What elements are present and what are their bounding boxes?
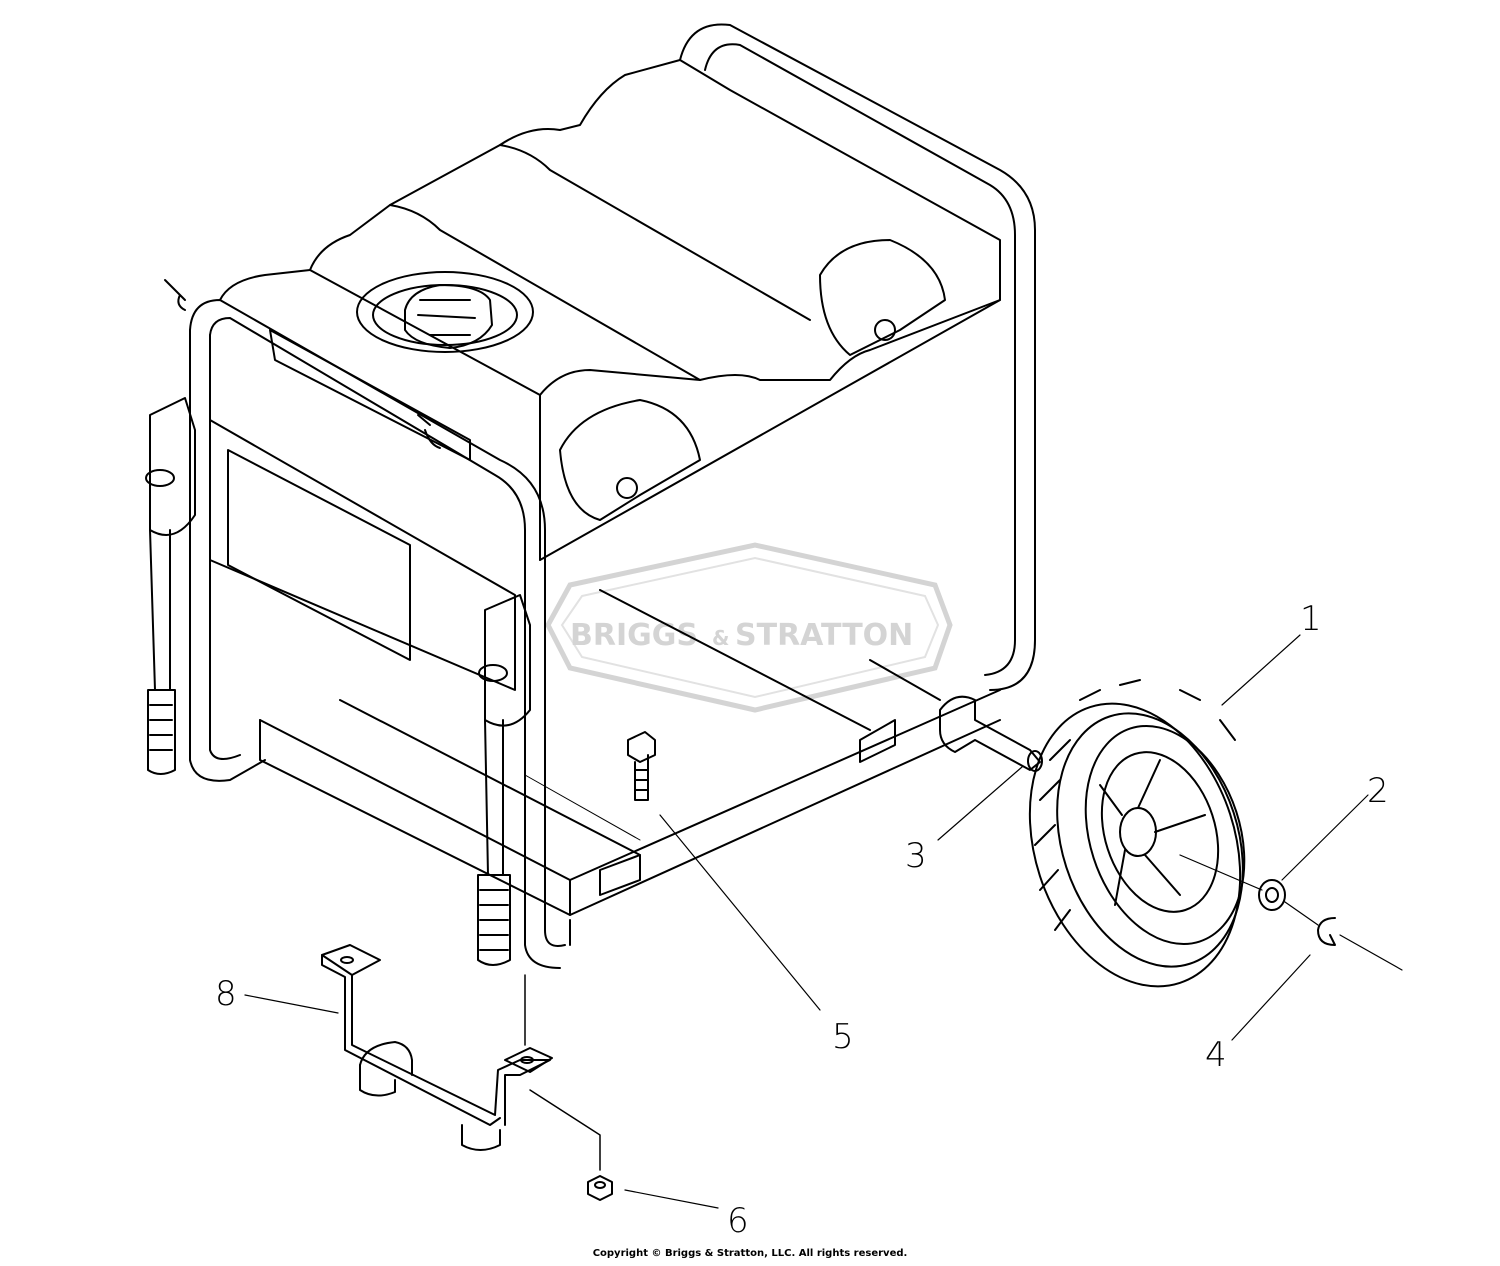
leader-line-1 [1221,634,1301,706]
washer-part-2 [1258,879,1286,911]
watermark-text-amp: & [712,626,729,650]
wheel-part-1 [1028,679,1246,988]
leader-line-4 [1231,954,1311,1041]
callout-2: 2 [1367,771,1389,811]
frame-front-loop [189,299,566,969]
leader-line-2 [1281,794,1369,881]
callout-6: 6 [727,1201,749,1241]
bolt-part-5 [627,731,656,801]
frame-rear-bar [679,23,1036,691]
tank-bolt-rear [874,319,896,341]
handle-grip-bar [269,329,471,461]
fuel-cap [356,271,534,353]
foot-bracket-part-8 [321,944,553,1151]
leader-line-6 [624,1189,719,1209]
brand-watermark: BRIGGS & STRATTON [545,542,953,713]
leader-line-3 [937,766,1023,841]
fuel-tank [219,59,1001,561]
axle-centerline [1179,854,1403,971]
base-frame [259,589,1001,946]
leader-line-8 [244,994,339,1014]
clip-part-4 [1317,917,1336,946]
watermark-text-left: BRIGGS [570,618,698,653]
left-handle-assembly [145,279,196,775]
right-handle-assembly [417,414,531,966]
leader-lines [244,634,1403,1209]
tank-bolt-front [616,477,638,499]
callout-5: 5 [832,1017,854,1057]
callout-3: 3 [905,836,927,876]
callout-4: 4 [1205,1035,1227,1075]
leader-line-5 [659,814,821,1011]
assembly-guide-line [524,774,641,841]
nut-part-6 [587,1175,613,1201]
callout-1: 1 [1300,599,1322,639]
copyright-notice: Copyright © Briggs & Stratton, LLC. All … [592,1248,908,1259]
watermark-text-right: STRATTON [735,618,913,653]
control-panel [209,419,516,691]
nut-assembly-line [524,974,601,1171]
callout-8: 8 [215,974,237,1014]
